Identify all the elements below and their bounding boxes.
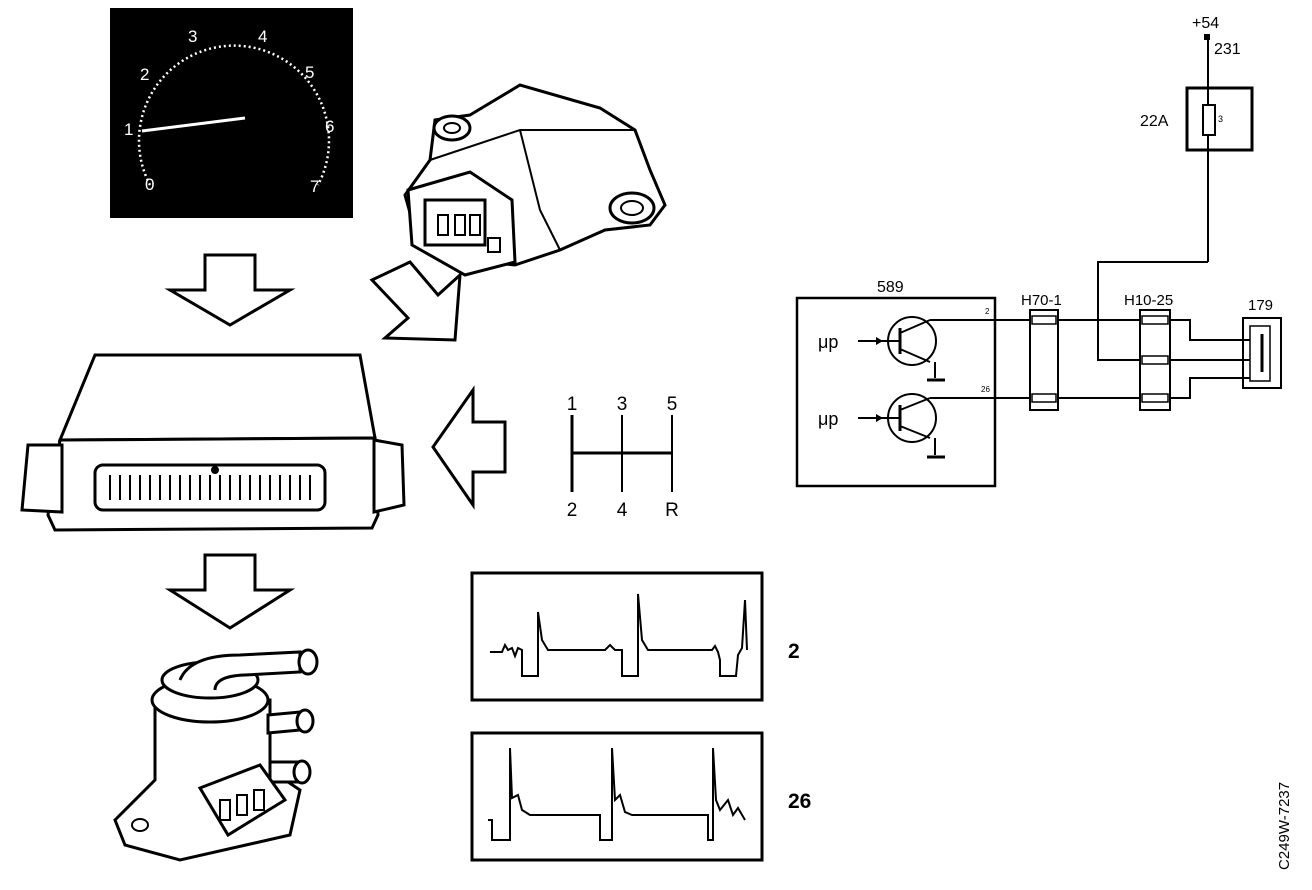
wire-label-231: 231 xyxy=(1214,41,1241,58)
tach-number-2: 2 xyxy=(140,65,149,84)
fuse-label: 22A xyxy=(1140,113,1169,130)
throttle-sensor-illustration xyxy=(403,83,667,277)
gear-label-2: 2 xyxy=(567,500,578,521)
tach-number-7: 7 xyxy=(310,177,319,196)
gear-label-4: 4 xyxy=(617,500,628,521)
oscilloscope-trace-2: 2 xyxy=(470,571,800,702)
circuit-schematic: +54 231 3 22A 589 μp 2 μp xyxy=(795,15,1282,488)
fuse-number: 3 xyxy=(1218,114,1223,124)
tach-number-0: 0 xyxy=(145,175,154,194)
gear-label-r: R xyxy=(665,500,679,521)
tach-number-5: 5 xyxy=(305,63,314,82)
trace-label-26: 26 xyxy=(788,790,811,813)
connector-c-label: 179 xyxy=(1248,297,1273,314)
connector-a-box xyxy=(1029,309,1059,411)
gear-label-1: 1 xyxy=(567,394,578,415)
oscilloscope-trace-26: 26 xyxy=(470,731,811,862)
control-unit-illustration xyxy=(20,353,406,532)
tach-number-1: 1 xyxy=(124,120,133,139)
connector-a-label: H70-1 xyxy=(1021,292,1062,309)
solenoid-valve-illustration xyxy=(113,648,319,862)
gear-label-5: 5 xyxy=(667,394,678,415)
tachometer-face xyxy=(110,8,353,218)
trace-label-2: 2 xyxy=(788,640,800,663)
figure-reference: C249W-7237 xyxy=(1276,781,1293,870)
down-arrow-top xyxy=(164,253,296,327)
tach-number-6: 6 xyxy=(325,117,334,136)
fuse-element xyxy=(1202,104,1216,136)
tachometer-needle xyxy=(141,116,246,133)
supply-terminal xyxy=(1204,34,1210,40)
tach-number-4: 4 xyxy=(258,27,267,46)
diagonal-arrow xyxy=(369,260,462,342)
control-unit-label: 589 xyxy=(877,279,904,296)
fuse-box xyxy=(1185,86,1254,152)
pin-bottom: 26 xyxy=(981,385,990,394)
microprocessor-label-2: μp xyxy=(818,409,838,429)
trace-waveform-26 xyxy=(488,747,746,841)
left-arrow xyxy=(431,385,507,510)
base-arrow-2 xyxy=(876,414,883,422)
trace-frame-2 xyxy=(470,571,764,702)
control-unit-box xyxy=(795,296,997,488)
trace-waveform-2 xyxy=(490,593,748,677)
base-arrow-1 xyxy=(876,337,883,345)
tach-number-3: 3 xyxy=(188,27,197,46)
connector-b-label: H10-25 xyxy=(1124,292,1173,309)
pin-top: 2 xyxy=(985,307,990,316)
connector-c-box xyxy=(1242,317,1282,389)
supply-route xyxy=(1097,261,1208,361)
connector-b-box xyxy=(1139,309,1171,411)
microprocessor-label-1: μp xyxy=(818,332,838,352)
tachometer-scale-arc xyxy=(137,44,331,186)
trace-frame-26 xyxy=(470,731,764,862)
tachometer: 0 1 2 3 4 5 6 7 xyxy=(110,8,353,218)
down-arrow-bottom xyxy=(164,553,296,630)
gear-label-3: 3 xyxy=(617,394,628,415)
supply-label: +54 xyxy=(1192,15,1219,32)
gear-shift-pattern: 1 3 5 2 4 R xyxy=(567,394,679,521)
